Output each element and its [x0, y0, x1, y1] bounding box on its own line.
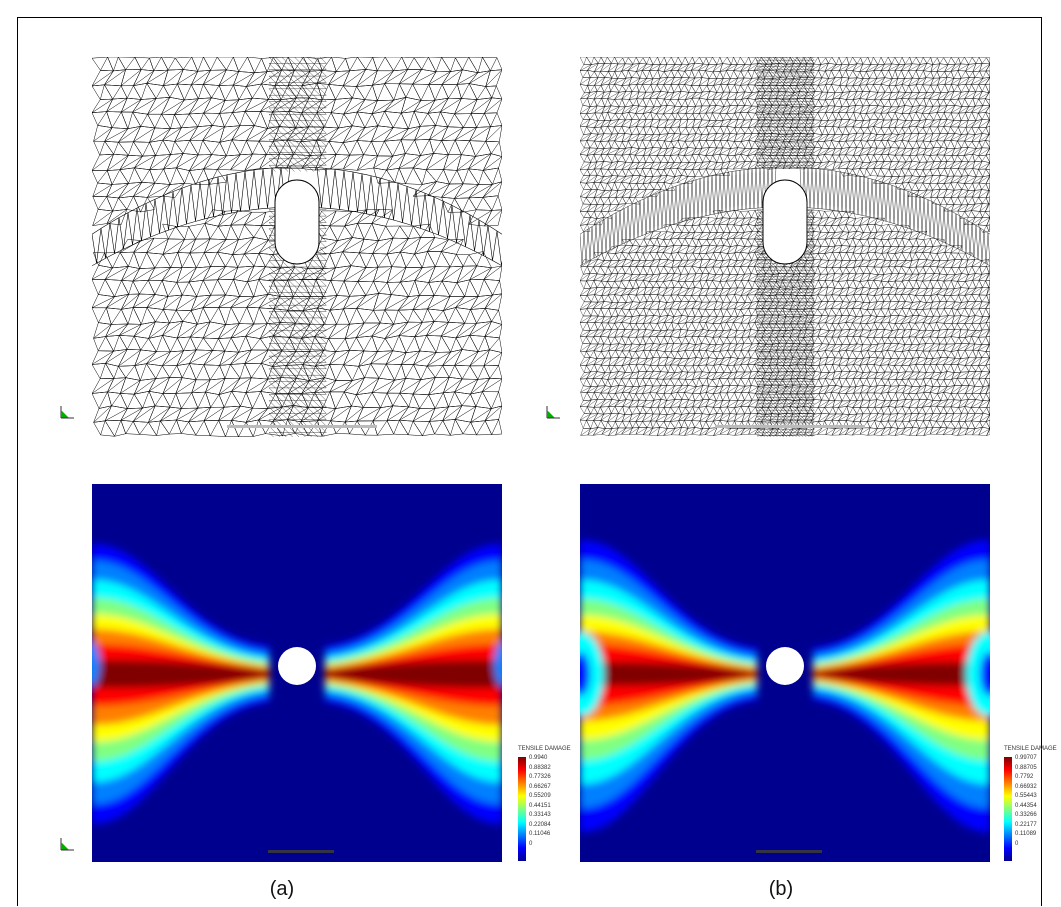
legend-title: TENSILE DAMAGE	[518, 746, 571, 752]
legend-tick: 0.22084	[529, 821, 551, 828]
footer-label	[268, 850, 334, 853]
caption-a: (a)	[269, 878, 295, 900]
legend-tick: 0.11046	[529, 831, 551, 837]
legend-tick: 0.55209	[529, 793, 551, 799]
hole	[762, 179, 808, 265]
legend-tick: 0.33143	[529, 812, 551, 818]
hole	[278, 647, 316, 685]
hole	[766, 647, 804, 685]
legend-tick: 0.44151	[529, 802, 551, 809]
mesh-fine	[580, 57, 990, 437]
coordinate-axes-icon	[58, 836, 78, 852]
legend-tick: 0.77326	[529, 774, 551, 780]
damage-legend-a: TENSILE DAMAGE 0.9940 0.88382 0.77326 0.662…	[518, 746, 578, 866]
coordinate-axes-icon	[58, 404, 78, 420]
legend-ticks: 0.99707 0.88705 0.7792 0.66932 0.55443 0.4435…	[1015, 755, 1061, 850]
footer-label	[756, 850, 822, 853]
legend-tick: 0.99707	[1015, 755, 1037, 761]
colorbar	[1004, 757, 1012, 861]
legend-tick: 0.33266	[1015, 812, 1037, 818]
legend-tick: 0.11089	[1015, 831, 1037, 837]
legend-tick: 0	[529, 840, 533, 847]
caption-b: (b)	[768, 878, 794, 900]
footer-label	[715, 425, 865, 428]
mesh-panel-a	[92, 57, 502, 437]
coordinate-axes-icon	[544, 404, 564, 420]
legend-tick: 0.9940	[529, 755, 548, 761]
hole	[274, 179, 320, 265]
legend-title: TENSILE DAMAGE	[1004, 746, 1057, 752]
legend-tick: 0	[1015, 840, 1019, 847]
legend-tick: 0.88382	[529, 764, 551, 771]
legend-tick: 0.88705	[1015, 764, 1037, 771]
figure-frame	[17, 17, 1042, 906]
legend-tick: 0.44354	[1015, 802, 1037, 809]
mesh-panel-b	[580, 57, 990, 437]
legend-tick: 0.22177	[1015, 821, 1037, 828]
damage-legend-b: TENSILE DAMAGE 0.99707 0.88705 0.7792 0.669…	[1004, 746, 1060, 866]
mesh-coarse	[92, 57, 502, 437]
legend-tick: 0.66932	[1015, 783, 1037, 790]
damage-contour-a	[92, 484, 502, 862]
legend-tick: 0.55443	[1015, 793, 1037, 799]
footer-label	[227, 425, 377, 428]
legend-ticks: 0.9940 0.88382 0.77326 0.66267 0.55209 0.4415…	[529, 755, 577, 850]
legend-tick: 0.66267	[529, 783, 551, 790]
colorbar	[518, 757, 526, 861]
damage-contour-b	[580, 484, 990, 862]
legend-tick: 0.7792	[1015, 774, 1034, 780]
